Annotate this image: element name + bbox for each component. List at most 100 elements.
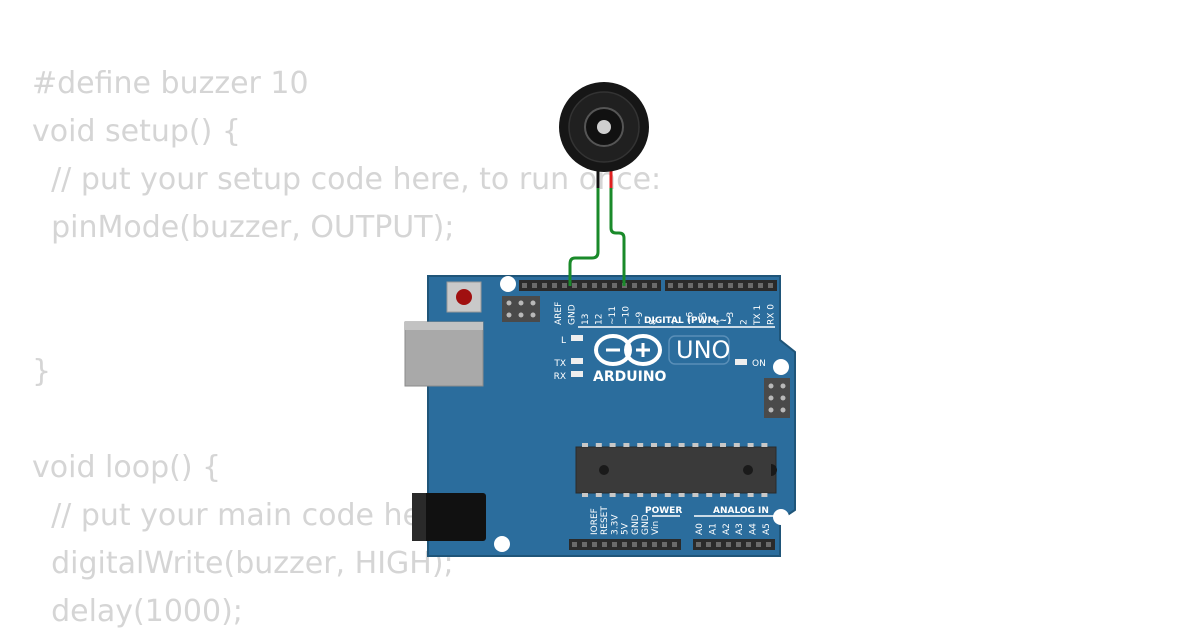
- pin-label: RESET: [600, 506, 610, 535]
- code-line: pinMode(buzzer, OUTPUT);: [32, 210, 455, 245]
- digital-right-socket[interactable]: [718, 283, 723, 288]
- board-brand: ARDUINO: [593, 369, 667, 385]
- digital-right-socket[interactable]: [758, 283, 763, 288]
- power-socket[interactable]: [662, 542, 667, 547]
- chip-pin: [651, 493, 657, 497]
- digital-header-label: DIGITAL (PWM ~): [644, 316, 731, 326]
- power-socket[interactable]: [592, 542, 597, 547]
- pin-label: Vin: [651, 521, 661, 535]
- chip-pin: [720, 443, 726, 447]
- power-header-label: POWER: [645, 506, 682, 516]
- power-socket[interactable]: [582, 542, 587, 547]
- digital-right-socket[interactable]: [738, 283, 743, 288]
- power-socket[interactable]: [672, 542, 677, 547]
- digital-left-socket[interactable]: [632, 283, 637, 288]
- pin-label: 5V: [621, 522, 631, 535]
- power-jack-edge: [412, 493, 426, 541]
- digital-left-socket[interactable]: [572, 283, 577, 288]
- pin-label: GND: [641, 514, 651, 535]
- digital-left-socket[interactable]: [642, 283, 647, 288]
- pin-label: 7: [672, 319, 682, 325]
- mounting-hole: [773, 359, 789, 375]
- chip-pin: [664, 493, 671, 497]
- digital-right-socket[interactable]: [668, 283, 673, 288]
- pin-label: A0: [695, 523, 705, 535]
- power-socket[interactable]: [612, 542, 617, 547]
- piezo-buzzer[interactable]: [559, 82, 649, 188]
- digital-left-socket[interactable]: [602, 283, 607, 288]
- chip-pin: [595, 443, 602, 447]
- wire-ground[interactable]: [568, 185, 600, 286]
- analog-socket[interactable]: [736, 542, 741, 547]
- pin-label: A4: [749, 523, 759, 535]
- digital-header-left[interactable]: [519, 280, 661, 291]
- icsp-header-right: [764, 378, 790, 418]
- digital-left-socket[interactable]: [582, 283, 587, 288]
- digital-left-housing: [519, 280, 661, 291]
- power-socket[interactable]: [572, 542, 577, 547]
- analog-socket[interactable]: [696, 542, 701, 547]
- digital-left-socket[interactable]: [542, 283, 547, 288]
- led-l-label: L: [561, 336, 566, 346]
- power-socket[interactable]: [602, 542, 607, 547]
- chip-pin: [609, 443, 616, 447]
- power-socket[interactable]: [642, 542, 647, 547]
- analog-socket[interactable]: [726, 542, 731, 547]
- code-line: delay(1000);: [32, 594, 243, 629]
- pin-label: ~6: [686, 311, 696, 325]
- digital-left-socket[interactable]: [652, 283, 657, 288]
- led-rx: [571, 371, 583, 377]
- led-l: [571, 335, 583, 341]
- chip-pin: [678, 493, 685, 497]
- reset-button-cap[interactable]: [456, 289, 472, 305]
- chip-pin: [720, 493, 726, 497]
- digital-right-socket[interactable]: [728, 283, 733, 288]
- pin-label: IOREF: [590, 508, 600, 535]
- led-on-label: ON: [752, 359, 766, 369]
- digital-right-socket[interactable]: [748, 283, 753, 288]
- digital-left-socket[interactable]: [532, 283, 537, 288]
- analog-header[interactable]: [693, 539, 775, 550]
- pin-label: A5: [762, 523, 772, 535]
- led-tx-label: TX: [553, 359, 566, 369]
- usb-connector-edge: [405, 322, 483, 330]
- code-line: }: [32, 354, 52, 389]
- pin-label: RX 0: [767, 304, 777, 325]
- digital-right-socket[interactable]: [678, 283, 683, 288]
- power-socket[interactable]: [622, 542, 627, 547]
- power-header[interactable]: [569, 539, 681, 550]
- digital-left-socket[interactable]: [562, 283, 567, 288]
- code-line: // put your setup code here, to run once…: [32, 162, 662, 197]
- chip-pin: [623, 493, 630, 497]
- wire-signal-pin-10[interactable]: [609, 185, 626, 286]
- digital-left-socket[interactable]: [612, 283, 617, 288]
- analog-socket[interactable]: [766, 542, 771, 547]
- digital-right-socket[interactable]: [698, 283, 703, 288]
- chip-pin: [637, 493, 644, 497]
- chip-pin: [692, 493, 699, 497]
- digital-right-socket[interactable]: [708, 283, 713, 288]
- digital-right-socket[interactable]: [768, 283, 773, 288]
- power-socket[interactable]: [632, 542, 637, 547]
- pin-label: ~10: [622, 306, 632, 325]
- chip-pin: [664, 443, 671, 447]
- analog-socket[interactable]: [746, 542, 751, 547]
- digital-left-socket[interactable]: [592, 283, 597, 288]
- icsp-header: [502, 296, 540, 322]
- chip-pin: [761, 493, 768, 497]
- analog-socket[interactable]: [706, 542, 711, 547]
- uno-badge: [668, 335, 730, 365]
- pin-label: ~3: [726, 312, 736, 325]
- digital-header-right[interactable]: [665, 280, 777, 291]
- digital-left-socket[interactable]: [552, 283, 557, 288]
- microcontroller-chip: [575, 443, 777, 497]
- digital-left-socket[interactable]: [522, 283, 527, 288]
- buzzer-center-hole: [597, 120, 611, 134]
- analog-socket[interactable]: [716, 542, 721, 547]
- power-socket[interactable]: [652, 542, 657, 547]
- analog-socket[interactable]: [756, 542, 761, 547]
- digital-right-socket[interactable]: [688, 283, 693, 288]
